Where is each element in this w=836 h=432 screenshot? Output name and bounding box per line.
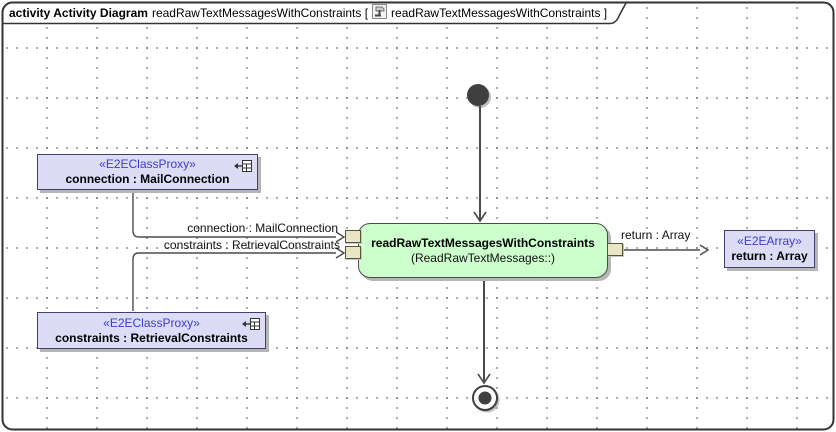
edge-label-return[interactable]: return : Array <box>621 228 691 242</box>
action-name: readRawTextMessagesWithConstraints <box>371 235 595 250</box>
arrowhead-connection <box>335 231 346 243</box>
activity-diagram-icon <box>372 4 388 22</box>
output-pin-return[interactable] <box>607 243 623 256</box>
input-pin-constraints[interactable] <box>345 246 361 259</box>
edge-label-connection[interactable]: connection : MailConnection <box>187 221 338 235</box>
frame-tab <box>3 3 626 23</box>
array-node-return[interactable]: «E2EArray» return : Array <box>724 230 815 268</box>
arrowhead-return <box>699 244 710 256</box>
final-node-dot <box>478 391 492 405</box>
node-name: connection : MailConnection <box>65 172 230 186</box>
stereotype-label: «E2EClassProxy» <box>103 315 200 330</box>
node-name: constraints : RetrievalConstraints <box>55 330 248 345</box>
stereotype-label: «E2EClassProxy» <box>99 157 196 171</box>
arrowhead-constraints <box>335 247 346 259</box>
action-node-readRawTextMessagesWithConstraints[interactable]: readRawTextMessagesWithConstraints (Read… <box>358 223 608 278</box>
node-name: return : Array <box>731 249 808 263</box>
object-flow-constraints[interactable] <box>132 252 336 311</box>
frame-tab-border <box>2 2 627 25</box>
arrowhead-into-action <box>473 211 487 223</box>
linked-element-icon <box>233 160 252 176</box>
frame-title-ref: readRawTextMessagesWithConstraints ] <box>391 6 608 20</box>
input-pin-connection[interactable] <box>345 230 361 243</box>
class-proxy-constraints[interactable]: «E2EClassProxy» constraints : RetrievalC… <box>37 312 266 349</box>
frame-title-keyword: activity Activity Diagram <box>9 6 148 20</box>
frame-title-name: readRawTextMessagesWithConstraints [ <box>151 6 369 20</box>
object-flow-connection[interactable] <box>132 192 336 238</box>
initial-node[interactable] <box>467 84 489 106</box>
arrowhead-into-final <box>477 373 491 385</box>
stereotype-label: «E2EArray» <box>737 234 802 248</box>
action-parent: (ReadRawTextMessages::) <box>410 250 556 265</box>
edge-label-constraints[interactable]: constraints : RetrievalConstraints <box>163 238 340 252</box>
class-proxy-connection[interactable]: «E2EClassProxy» connection : MailConnect… <box>37 154 258 190</box>
linked-element-icon <box>241 318 260 334</box>
diagram-frame-title: activity Activity Diagram readRawTextMes… <box>9 4 608 22</box>
